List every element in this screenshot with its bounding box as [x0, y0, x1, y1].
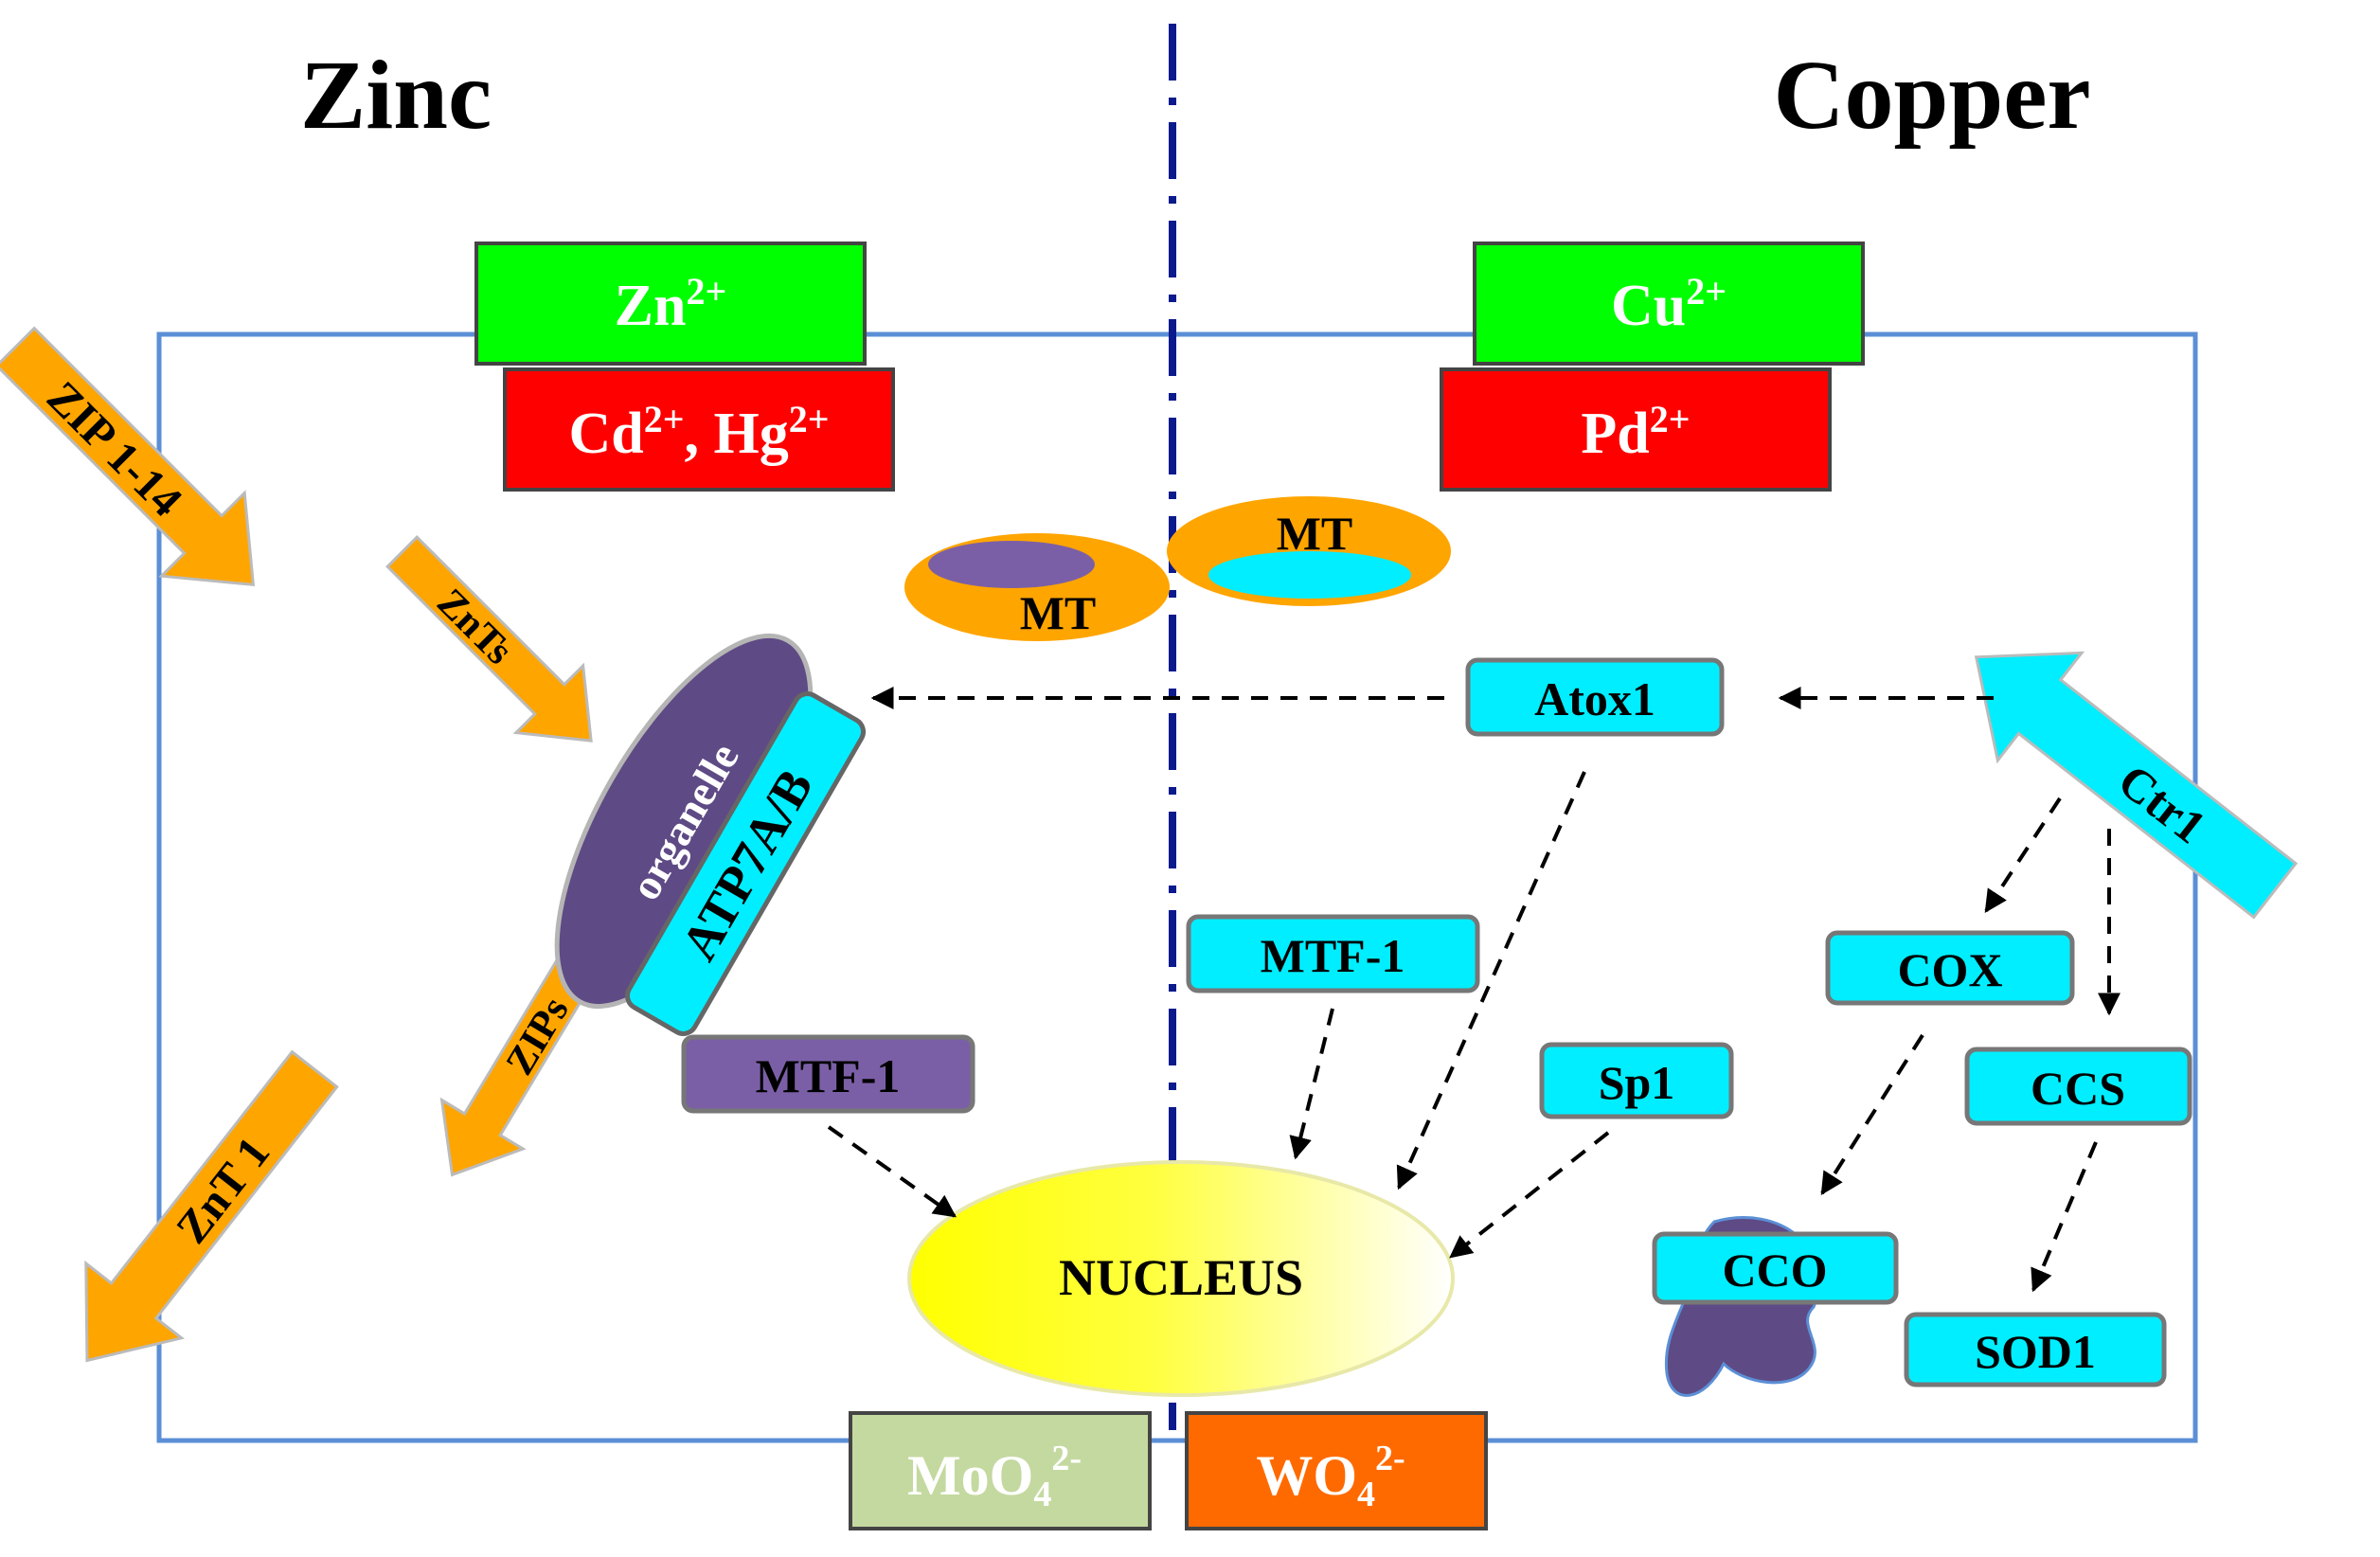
- hg-label: Hg: [714, 402, 789, 466]
- ccs-to-sod1-arrow: [2031, 1141, 2098, 1293]
- cu-ion-box: Cu2+: [1473, 242, 1865, 366]
- svg-text:Zn2+: Zn2+: [615, 270, 727, 338]
- zn-label: Zn: [615, 274, 687, 338]
- zip1-14-label: ZIP 1-14: [37, 372, 191, 527]
- svg-text:Cd2+, Hg2+: Cd2+, Hg2+: [568, 398, 829, 466]
- cu-label: Cu: [1611, 274, 1686, 338]
- sp1-to-nucleus-arrow: [1449, 1131, 1610, 1259]
- svg-text:WO42-: WO42-: [1256, 1439, 1405, 1514]
- ccs-label: CCS: [2031, 1062, 2125, 1115]
- zn-charge: 2+: [687, 270, 727, 313]
- cox-label: COX: [1897, 943, 2002, 996]
- cd-charge: 2+: [644, 398, 685, 440]
- nucleus: NUCLEUS: [907, 1160, 1455, 1397]
- metallothionein-right: MT: [1167, 496, 1451, 606]
- sod1-box: SOD1: [1904, 1312, 2167, 1387]
- pd-ion-box: Pd2+: [1440, 367, 1832, 492]
- znts-arrow: ZnTs: [385, 535, 593, 743]
- mtf1-right-to-nucleus-arrow: [1289, 1008, 1334, 1160]
- tungstate-subscript: 4: [1357, 1475, 1375, 1514]
- metallothionein-left: MT: [904, 533, 1170, 641]
- ctr1-to-cox-arrow: [1984, 796, 2062, 914]
- svg-text:Cu2+: Cu2+: [1611, 270, 1727, 338]
- molybdate-charge: 2-: [1051, 1439, 1082, 1478]
- cox-to-cco-arrow: [1820, 1033, 1924, 1196]
- cd-hg-separator: ,: [685, 402, 714, 466]
- copper-heading: Copper: [1773, 41, 2090, 150]
- cco-label: CCO: [1722, 1244, 1827, 1297]
- mt-right-label: MT: [1277, 507, 1353, 560]
- znt1-arrow: ZnT 1: [84, 1049, 339, 1363]
- molybdate-label: MoO: [907, 1444, 1033, 1507]
- pd-label: Pd: [1581, 402, 1649, 466]
- sp1-label: Sp1: [1599, 1056, 1675, 1109]
- tungstate-charge: 2-: [1375, 1439, 1405, 1478]
- mtf1-left-box: MTF-1: [681, 1034, 975, 1114]
- molybdate-box: MoO42-: [849, 1411, 1152, 1530]
- cell-membrane: [156, 331, 2198, 1443]
- svg-text:MoO42-: MoO42-: [907, 1439, 1082, 1514]
- sod1-label: SOD1: [1975, 1325, 2096, 1378]
- cco-box: CCO: [1652, 1231, 1899, 1305]
- zn-ion-box: Zn2+: [474, 242, 867, 366]
- mt-left-label: MT: [1020, 586, 1097, 639]
- cd-hg-ion-box: Cd2+, Hg2+: [503, 367, 895, 492]
- mtf1-left-to-nucleus-arrow: [827, 1125, 957, 1218]
- nucleus-label: NUCLEUS: [1059, 1249, 1303, 1306]
- zip1-14-arrow: ZIP 1-14: [0, 326, 256, 587]
- mtf1-right-label: MTF-1: [1261, 929, 1405, 982]
- mtf1-left-label: MTF-1: [756, 1049, 901, 1102]
- cu-charge: 2+: [1686, 270, 1727, 313]
- zinc-heading: Zinc: [300, 41, 492, 150]
- tungstate-box: WO42-: [1185, 1411, 1488, 1530]
- ctr1-arrow: Ctr1: [1974, 651, 2299, 920]
- cox-box: COX: [1825, 930, 2075, 1006]
- tungstate-label: WO: [1256, 1444, 1357, 1507]
- hg-charge: 2+: [789, 398, 830, 440]
- sp1-box: Sp1: [1539, 1042, 1734, 1119]
- ccs-box: CCS: [1964, 1047, 2192, 1126]
- svg-text:Pd2+: Pd2+: [1581, 398, 1690, 466]
- atox1-box: Atox1: [1465, 657, 1725, 737]
- atox1-label: Atox1: [1534, 672, 1655, 725]
- pd-charge: 2+: [1650, 398, 1691, 440]
- mtf1-right-box: MTF-1: [1186, 914, 1480, 993]
- molybdate-subscript: 4: [1033, 1475, 1051, 1514]
- cd-label: Cd: [568, 402, 643, 466]
